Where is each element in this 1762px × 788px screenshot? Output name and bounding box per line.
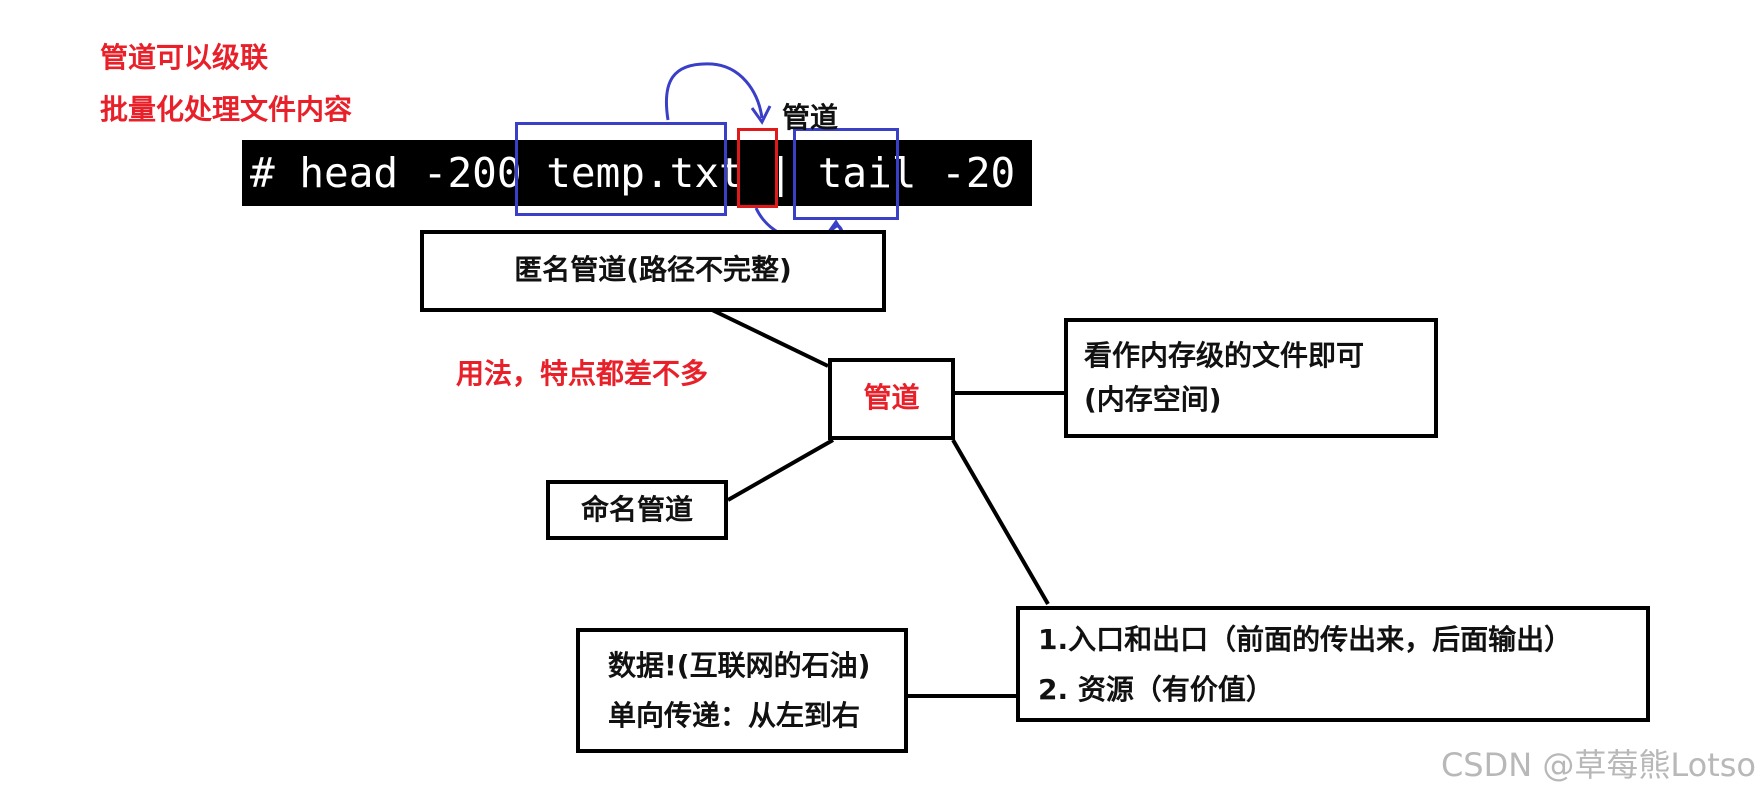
note-cascade: 管道可以级联 <box>100 41 269 74</box>
io-resource-line1: 1.入口和出口（前面的传出来，后面输出） <box>1038 623 1573 656</box>
data-line1: 数据!(互联网的石油) <box>608 649 871 682</box>
named-pipe-box: 命名管道 <box>546 480 728 540</box>
pipe-center-box: 管道 <box>828 358 955 440</box>
pipe-symbol-label: 管道 <box>782 101 839 134</box>
anonymous-pipe-label: 匿名管道(路径不完整) <box>514 253 792 286</box>
command-terminal: # head -200 temp.txt | tail -20 <box>242 140 1032 206</box>
data-line2: 单向传递：从左到右 <box>608 699 861 732</box>
memory-file-line2: (内存空间) <box>1084 383 1222 416</box>
note-batch: 批量化处理文件内容 <box>100 93 353 126</box>
command-text: # head -200 temp.txt | tail -20 <box>250 149 1016 197</box>
memory-file-box: 看作内存级的文件即可 (内存空间) <box>1064 318 1438 438</box>
data-box: 数据!(互联网的石油) 单向传递：从左到右 <box>576 628 908 753</box>
watermark: CSDN @草莓熊Lotso <box>1440 746 1756 784</box>
note-similar: 用法，特点都差不多 <box>456 357 709 390</box>
anonymous-pipe-box: 匿名管道(路径不完整) <box>420 230 886 312</box>
io-resource-box: 1.入口和出口（前面的传出来，后面输出） 2. 资源（有价值） <box>1016 606 1650 722</box>
tail-highlight <box>793 128 899 220</box>
pipe-center-label: 管道 <box>863 381 920 414</box>
io-resource-line2: 2. 资源（有价值） <box>1038 673 1274 706</box>
memory-file-line1: 看作内存级的文件即可 <box>1084 339 1365 372</box>
named-pipe-label: 命名管道 <box>580 493 693 526</box>
pipe-symbol-highlight <box>737 128 778 208</box>
temp-txt-highlight <box>515 122 727 216</box>
